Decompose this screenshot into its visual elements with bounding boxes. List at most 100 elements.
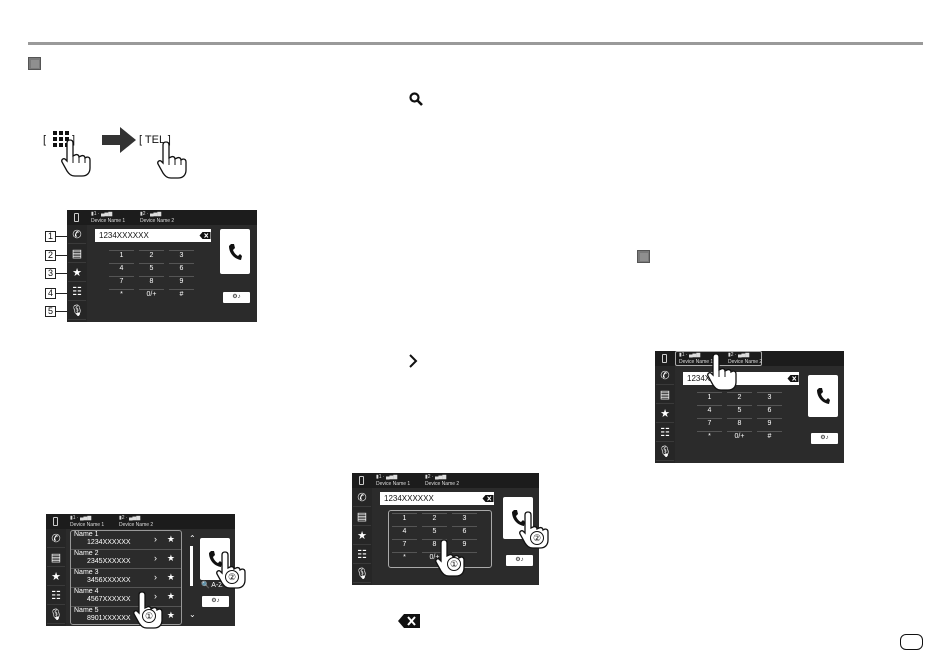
dial-key[interactable]: 2 (139, 250, 164, 260)
add-favorite-icon[interactable]: ★ (166, 610, 175, 620)
dial-key[interactable]: 6 (169, 263, 194, 273)
dial-key[interactable]: 0/+ (422, 552, 447, 562)
favorites-button[interactable]: ★ (656, 405, 674, 423)
dial-key[interactable]: 2 (727, 392, 752, 402)
dial-key[interactable]: # (757, 431, 782, 441)
dial-key[interactable]: 5 (422, 526, 447, 536)
call-button[interactable] (220, 229, 250, 274)
backspace-icon[interactable] (787, 375, 799, 382)
number-input[interactable]: 1234X (683, 372, 799, 385)
call-history-button[interactable]: ✆ (68, 226, 86, 244)
dial-key[interactable]: * (109, 289, 134, 299)
dial-key[interactable]: 1 (697, 392, 722, 402)
voice-dial-button[interactable]: 🎙 (656, 443, 674, 461)
dial-key[interactable]: # (169, 289, 194, 299)
add-favorite-icon[interactable]: ★ (166, 553, 175, 563)
dial-key[interactable]: 9 (452, 539, 477, 549)
settings-button[interactable]: ⚙♪ (811, 433, 838, 444)
dial-key[interactable]: 4 (697, 405, 722, 415)
list-item[interactable]: Name 1 1234XXXXXX › ★ (71, 531, 181, 550)
dial-key[interactable]: 0/+ (727, 431, 752, 441)
dial-key[interactable]: 3 (757, 392, 782, 402)
dial-key[interactable]: 5 (727, 405, 752, 415)
dial-key[interactable]: 9 (169, 276, 194, 286)
voice-dial-button[interactable]: 🎙 (68, 302, 86, 320)
dial-key[interactable]: 7 (697, 418, 722, 428)
dial-key[interactable]: 3 (169, 250, 194, 260)
favorites-button[interactable]: ★ (47, 568, 65, 586)
phonebook-button[interactable]: ▤ (353, 508, 371, 526)
dial-key[interactable]: 0/+ (139, 289, 164, 299)
add-favorite-icon[interactable]: ★ (166, 591, 175, 601)
chevron-right-icon[interactable]: › (154, 534, 157, 544)
dialpad-button[interactable]: ☷ (656, 424, 674, 442)
dialpad-button[interactable]: ☷ (47, 587, 65, 605)
settings-button[interactable]: ⚙♪ (506, 555, 533, 566)
dial-key[interactable]: 7 (109, 276, 134, 286)
voice-dial-button[interactable]: 🎙 (47, 606, 65, 624)
dialpad-button[interactable]: ☷ (68, 283, 86, 301)
list-item[interactable]: Name 3 3456XXXXXX › ★ (71, 569, 181, 588)
scroll-up-icon[interactable]: ⌃ (189, 534, 196, 543)
device1-label[interactable]: Device Name 1 (679, 359, 714, 365)
scroll-thumb[interactable] (190, 546, 193, 586)
settings-button[interactable]: ⚙♪ (202, 596, 229, 607)
dial-key[interactable]: 1 (392, 513, 417, 523)
list-item[interactable]: Name 4 4567XXXXXX › ★ (71, 588, 181, 607)
call-button[interactable] (808, 375, 838, 417)
dial-key[interactable]: 8 (422, 539, 447, 549)
hand-pointer-icon (157, 141, 187, 179)
voice-dial-button[interactable]: 🎙 (353, 565, 371, 583)
device2-label[interactable]: Device Name 2 (140, 218, 175, 224)
phonebook-button[interactable]: ▤ (656, 386, 674, 404)
call-history-button[interactable]: ✆ (353, 489, 371, 507)
chevron-right-icon[interactable]: › (154, 572, 157, 582)
dial-key[interactable]: 4 (392, 526, 417, 536)
add-favorite-icon[interactable]: ★ (166, 534, 175, 544)
dialpad-button[interactable]: ☷ (353, 546, 371, 564)
device1-label[interactable]: Device Name 1 (91, 218, 126, 224)
dial-key[interactable]: 9 (757, 418, 782, 428)
dial-key[interactable]: * (392, 552, 417, 562)
phone-icon (662, 354, 667, 363)
favorites-button[interactable]: ★ (68, 264, 86, 282)
device1-label[interactable]: Device Name 1 (376, 481, 411, 487)
callout-leader (56, 293, 70, 294)
number-input[interactable]: 1234XXXXXX (380, 492, 494, 505)
search-az-button[interactable]: 🔍 A-Z (201, 582, 223, 589)
dial-key[interactable]: 7 (392, 539, 417, 549)
call-history-button[interactable]: ✆ (47, 530, 65, 548)
dial-key[interactable] (452, 552, 477, 562)
scroll-down-icon[interactable]: ⌄ (189, 610, 196, 619)
dial-key[interactable]: 2 (422, 513, 447, 523)
device2-label[interactable]: Device Name 2 (728, 359, 763, 365)
dial-key[interactable]: 8 (727, 418, 752, 428)
dial-key[interactable]: 1 (109, 250, 134, 260)
add-favorite-icon[interactable]: ★ (166, 572, 175, 582)
dial-key[interactable]: 6 (757, 405, 782, 415)
contact-name: Name 1 (74, 531, 99, 538)
chevron-right-icon[interactable]: › (154, 553, 157, 563)
backspace-icon[interactable] (482, 495, 494, 502)
phonebook-button[interactable]: ▤ (68, 245, 86, 263)
list-scrollbar[interactable]: ⌃ ⌄ (186, 534, 196, 622)
dial-key[interactable]: 8 (139, 276, 164, 286)
device2-label[interactable]: Device Name 2 (119, 522, 154, 528)
dial-key[interactable]: 4 (109, 263, 134, 273)
chevron-right-icon[interactable]: › (154, 591, 157, 601)
dial-key[interactable]: 5 (139, 263, 164, 273)
list-item[interactable]: Name 2 2345XXXXXX › ★ (71, 550, 181, 569)
device1-label[interactable]: Device Name 1 (70, 522, 105, 528)
number-input[interactable]: 1234XXXXXX (95, 229, 211, 242)
contact-number: 4567XXXXXX (87, 596, 131, 603)
device2-label[interactable]: Device Name 2 (425, 481, 460, 487)
dial-key[interactable]: 3 (452, 513, 477, 523)
dial-key[interactable]: 6 (452, 526, 477, 536)
dial-key[interactable]: * (697, 431, 722, 441)
phone-icon (53, 517, 58, 526)
settings-button[interactable]: ⚙♪ (223, 292, 250, 303)
backspace-icon[interactable] (199, 232, 211, 239)
favorites-button[interactable]: ★ (353, 527, 371, 545)
call-history-button[interactable]: ✆ (656, 367, 674, 385)
phonebook-button[interactable]: ▤ (47, 549, 65, 567)
